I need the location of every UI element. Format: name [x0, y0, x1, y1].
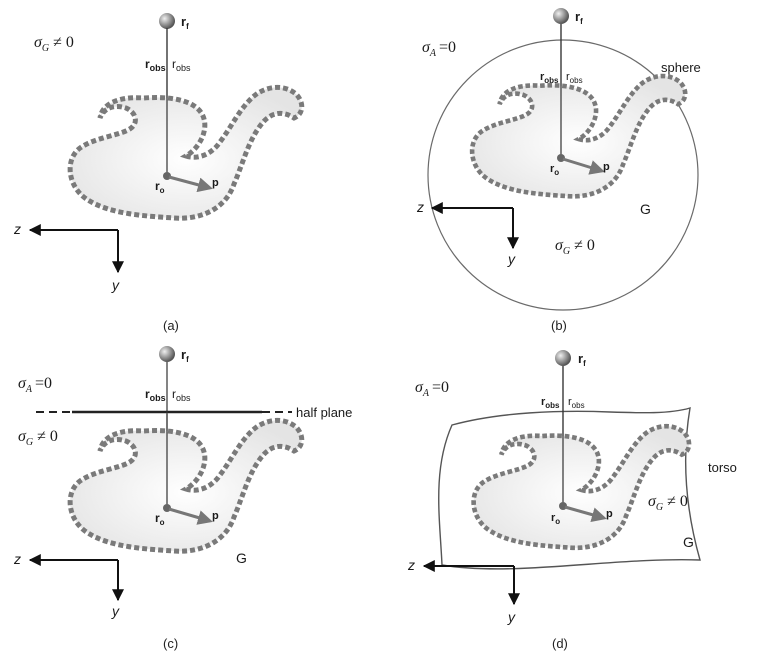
sphere-label: sphere [661, 60, 701, 75]
rf-label-d: rf [578, 351, 586, 368]
robs-bold-label-b: robs [540, 71, 559, 85]
panel-a: σG≠ 0 rf robs robs ro p z y (a) [13, 13, 302, 333]
z-axis-label-b: z [416, 199, 424, 215]
rf-label-b: rf [575, 9, 583, 26]
panel-c: σA=0 σG≠ 0 half plane rf robs robs ro p … [13, 346, 352, 651]
ro-label-c: ro [155, 511, 165, 527]
robs-bold-label-d: robs [541, 396, 560, 410]
rf-label-a: rf [181, 14, 189, 31]
sigma-a-label-d: σA=0 [415, 379, 449, 399]
sigma-g-label-d: σG≠ 0 [648, 493, 688, 513]
g-region-label-b: G [640, 201, 651, 217]
sigma-g-label-b: σG≠ 0 [555, 237, 595, 257]
stomach-shape-d [474, 426, 689, 548]
p-label-b: p [603, 161, 610, 173]
sigma-a-label-c: σA=0 [18, 375, 52, 395]
ro-label-b: ro [550, 163, 559, 177]
g-region-label-c: G [236, 550, 247, 566]
robs-bold-label-a: robs [145, 57, 166, 73]
ro-label-d: ro [551, 512, 560, 526]
robs-label-b: robs [566, 71, 583, 85]
field-point-sphere-a [159, 13, 175, 29]
sigma-g-label-c: σG≠ 0 [18, 428, 58, 448]
half-plane-label: half plane [296, 405, 352, 420]
robs-label-a: robs [172, 57, 191, 73]
p-label-c: p [212, 510, 219, 522]
torso-boundary [438, 407, 701, 570]
sigma-g-label-a: σG≠ 0 [34, 34, 74, 54]
panel-d: σA=0 torso rf robs robs ro p σG≠ 0 G z y… [407, 350, 737, 651]
robs-label-c: robs [172, 387, 191, 403]
field-point-sphere-b [553, 8, 569, 24]
stomach-shape-c [70, 420, 302, 551]
z-axis-label-a: z [13, 221, 21, 237]
panel-b: σA=0 sphere rf robs robs ro p G σG≠ 0 z … [416, 8, 701, 333]
g-region-label-d: G [683, 534, 694, 550]
caption-c: (c) [163, 636, 178, 651]
y-axis-label-c: y [111, 603, 120, 619]
y-axis-label-d: y [507, 609, 516, 625]
field-point-sphere-c [159, 346, 175, 362]
robs-bold-label-c: robs [145, 387, 166, 403]
p-label-d: p [606, 508, 613, 520]
p-vector-c [168, 507, 213, 525]
torso-label: torso [708, 460, 737, 475]
y-axis-label-b: y [507, 251, 516, 267]
p-vector-d [564, 505, 607, 522]
caption-b: (b) [551, 318, 567, 333]
sphere-boundary [427, 39, 699, 311]
ro-label-a: ro [155, 179, 165, 195]
caption-d: (d) [552, 636, 568, 651]
robs-label-d: robs [568, 396, 585, 410]
y-axis-label-a: y [111, 277, 120, 293]
p-vector-b [562, 157, 605, 175]
stomach-shape-a [70, 87, 302, 218]
rf-label-c: rf [181, 347, 189, 364]
p-vector-a [168, 175, 213, 193]
stomach-shape-b [472, 76, 685, 196]
caption-a: (a) [163, 318, 179, 333]
sigma-a-label-b: σA=0 [422, 39, 456, 59]
p-label-a: p [212, 177, 219, 189]
field-point-sphere-d [555, 350, 571, 366]
z-axis-label-c: z [13, 551, 21, 567]
z-axis-label-d: z [407, 557, 415, 573]
